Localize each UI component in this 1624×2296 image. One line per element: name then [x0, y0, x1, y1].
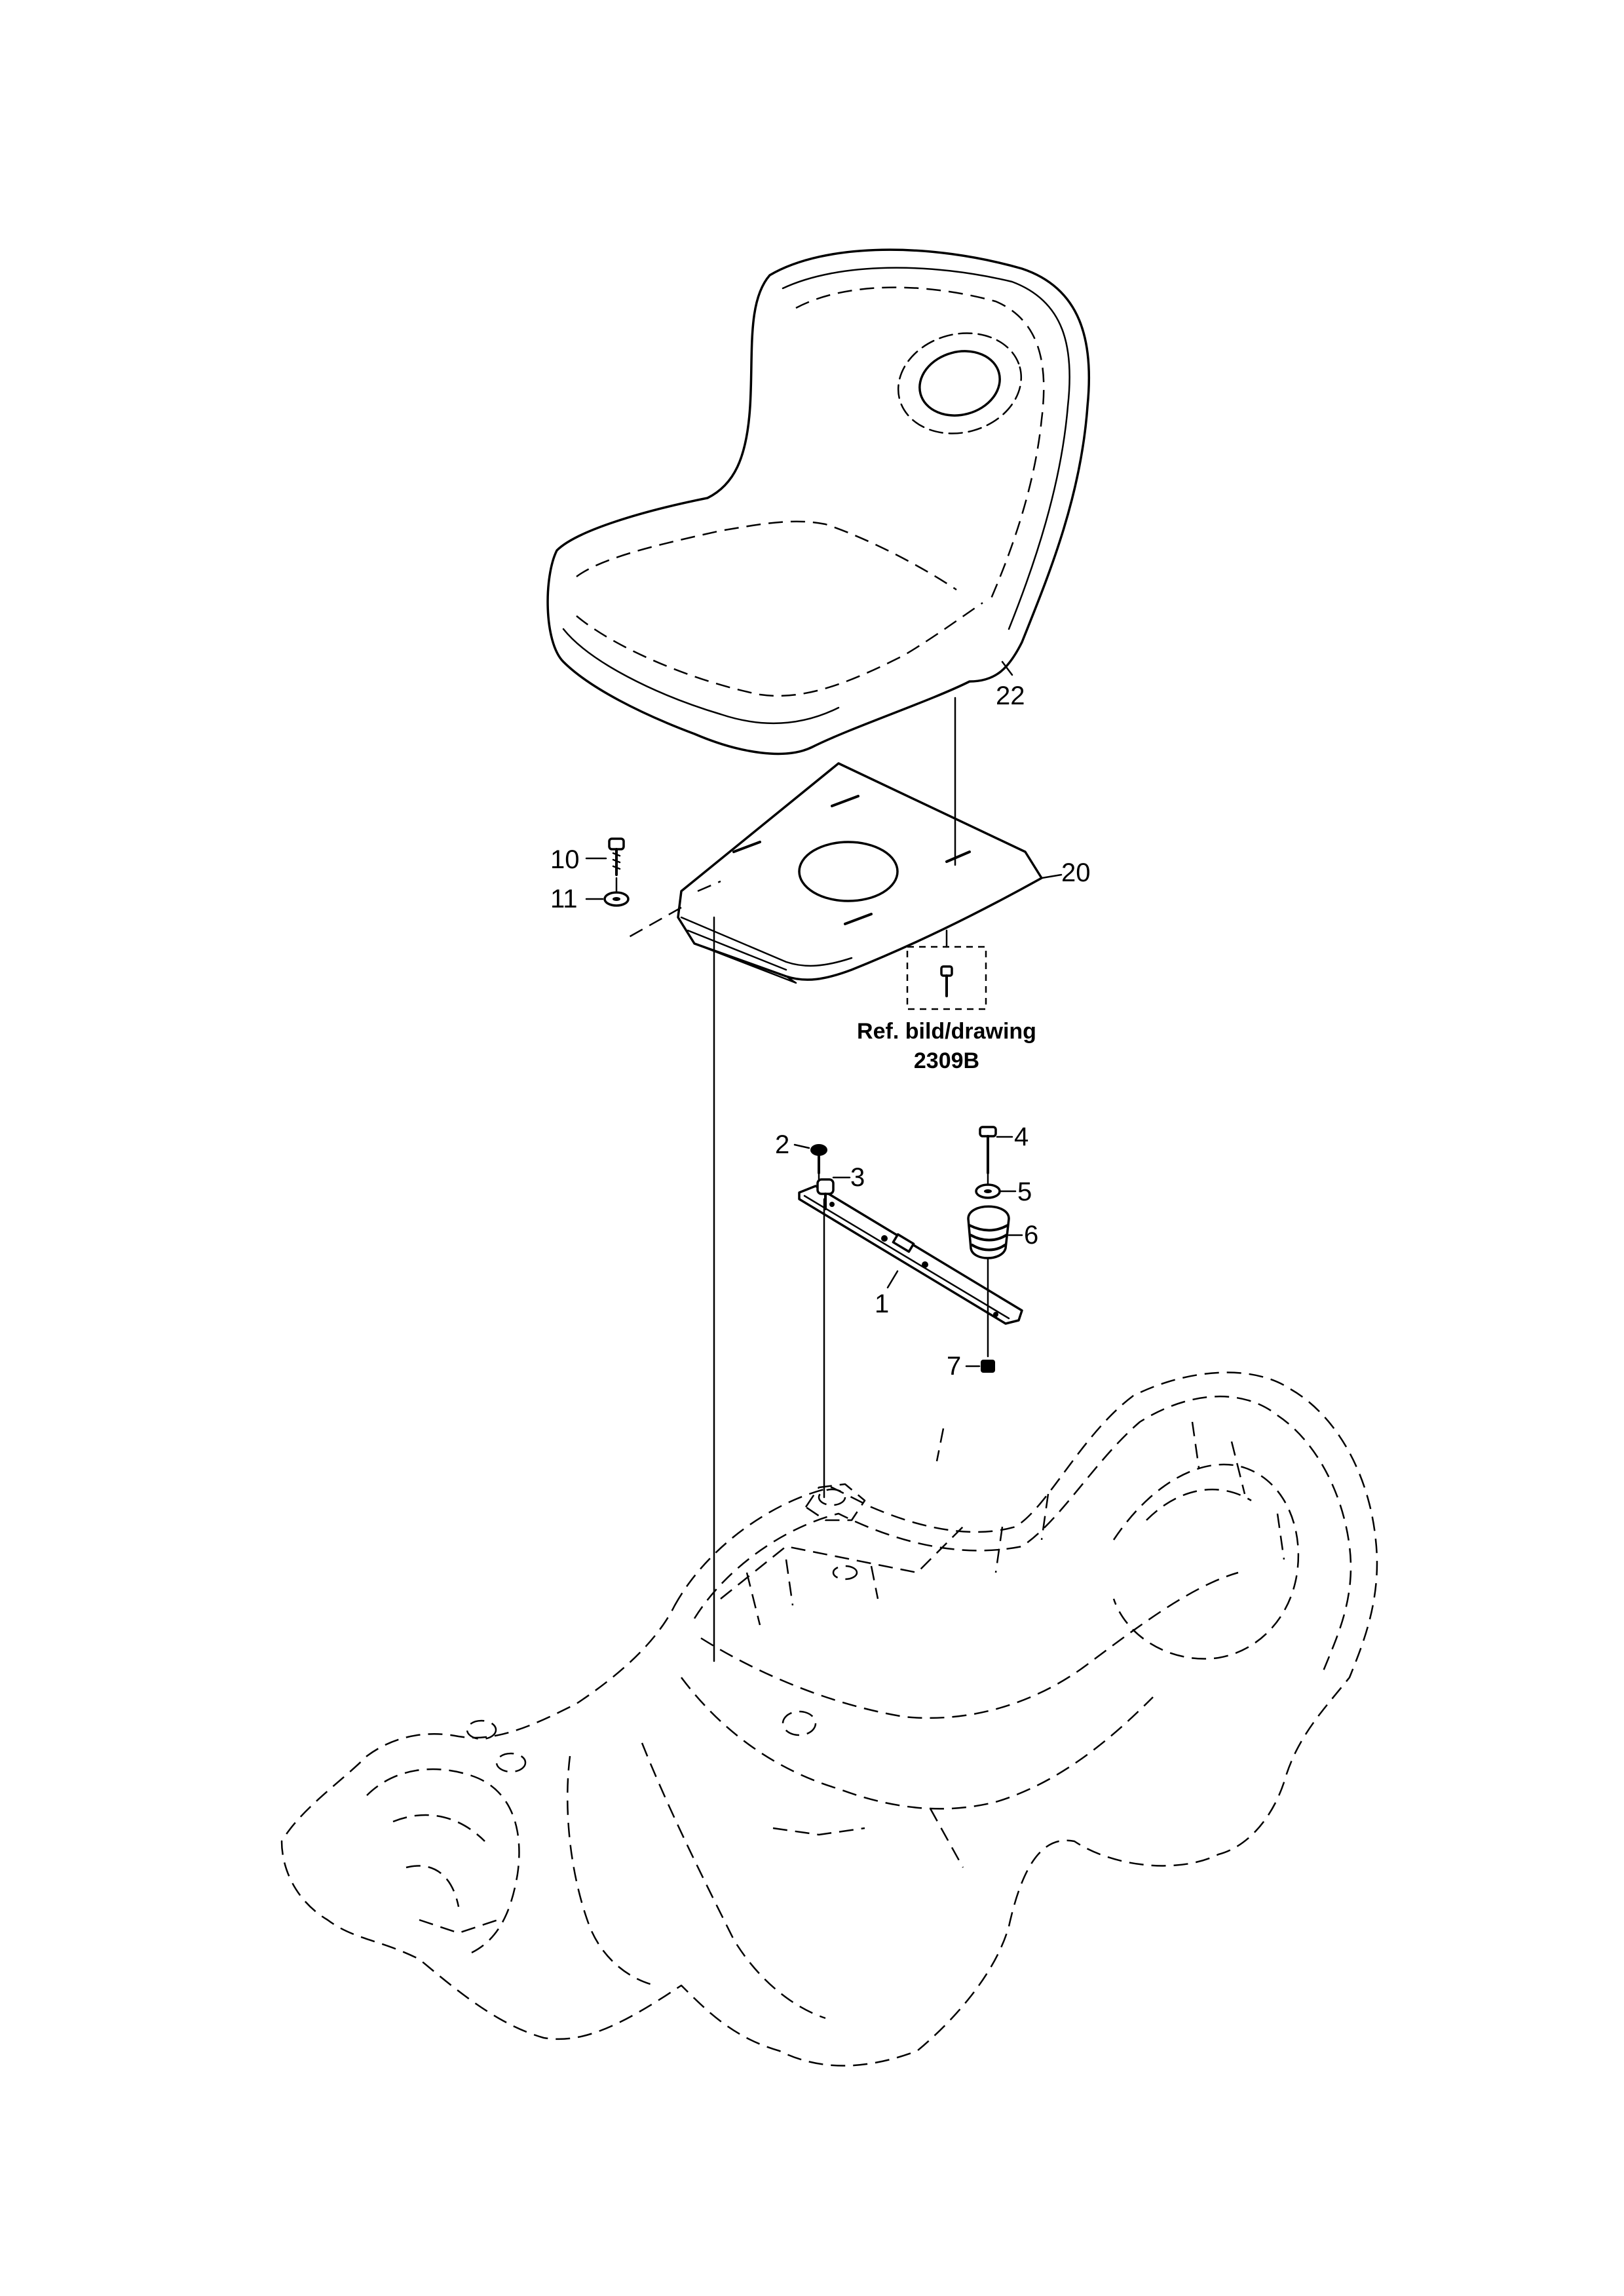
bolt-part-4: [979, 1126, 997, 1174]
callout-20: 20: [1061, 858, 1091, 887]
reference-box: [906, 946, 987, 1010]
washer-part-5: [975, 1183, 1001, 1199]
callout-1: 1: [875, 1290, 889, 1318]
reference-line-1: Ref. bild/drawing: [857, 1019, 1036, 1044]
callout-10: 10: [550, 845, 580, 874]
seat-plate-part-20: [628, 762, 1043, 984]
spring-part-6: [967, 1205, 1010, 1259]
callout-11: 11: [550, 885, 578, 913]
callout-5: 5: [1017, 1177, 1032, 1206]
bolt-part-10: [608, 837, 625, 876]
callout-7: 7: [947, 1352, 961, 1381]
callout-labels: 22 20 10 11 2 3 4 5 6 1 7 Ref. bild/draw…: [550, 681, 1091, 1381]
seat-bracket-part-1: [798, 1185, 1023, 1325]
chassis-body-phantom: [280, 1371, 1378, 2067]
callout-3: 3: [850, 1163, 865, 1192]
leader-lines: [585, 660, 1063, 1368]
assembly-lines: [615, 697, 989, 1662]
washer-part-11: [603, 891, 630, 907]
callout-2: 2: [775, 1130, 789, 1159]
nut-part-7: [981, 1360, 995, 1373]
pin-part-3: [816, 1178, 835, 1210]
seat-part-22: [546, 248, 1091, 756]
reference-line-2: 2309B: [914, 1048, 979, 1073]
callout-4: 4: [1014, 1122, 1029, 1151]
callout-6: 6: [1024, 1221, 1038, 1250]
callout-22: 22: [996, 681, 1025, 710]
